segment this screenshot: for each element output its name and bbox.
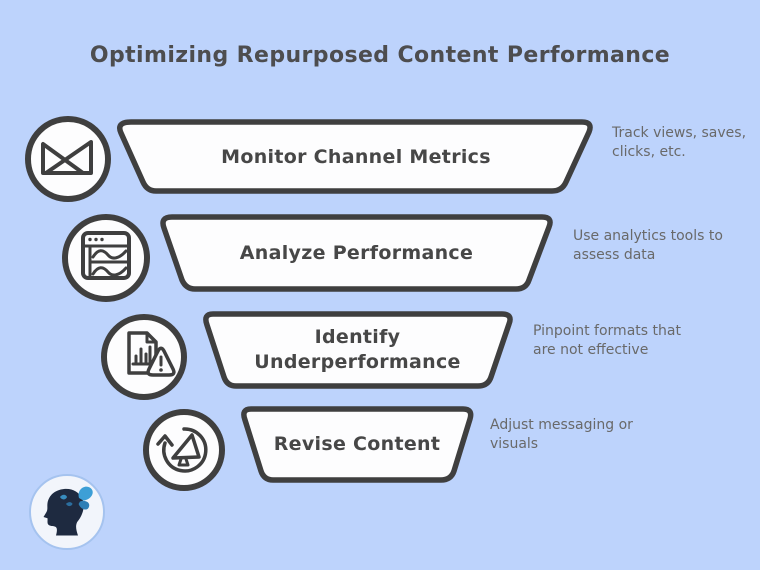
analytics-window-icon [62, 214, 150, 302]
butterfly-wing-upper [78, 486, 93, 501]
step-3-label: Identify Underperformance [254, 326, 461, 373]
step-2-annotation: Use analytics tools to assess data [573, 228, 723, 263]
page-title: Optimizing Repurposed Content Performanc… [89, 43, 671, 68]
funnel-step-1 [117, 119, 593, 194]
hair-butterfly-accent-2 [66, 502, 73, 507]
step-1-annotation: Track views, saves, clicks, etc. [612, 125, 747, 160]
step-3-annotation: Pinpoint formats that are not effective [533, 323, 681, 358]
step-4-label: Revise Content [273, 433, 441, 456]
hair-butterfly-accent [60, 494, 67, 500]
step-4-annotation: Adjust messaging or visuals [490, 417, 633, 452]
funnel-step-2 [160, 214, 553, 292]
report-warning-icon [101, 314, 187, 400]
funnel-step-3 [203, 311, 513, 389]
step-1-label: Monitor Channel Metrics [221, 145, 491, 168]
envelope-metrics-icon [25, 116, 111, 202]
butterfly-wing-lower [78, 500, 90, 510]
brand-logo [29, 474, 105, 550]
step-2-label: Analyze Performance [239, 241, 474, 264]
silhouette [43, 488, 84, 536]
refresh-megaphone-icon [143, 409, 225, 491]
funnel-step-4 [241, 406, 474, 483]
